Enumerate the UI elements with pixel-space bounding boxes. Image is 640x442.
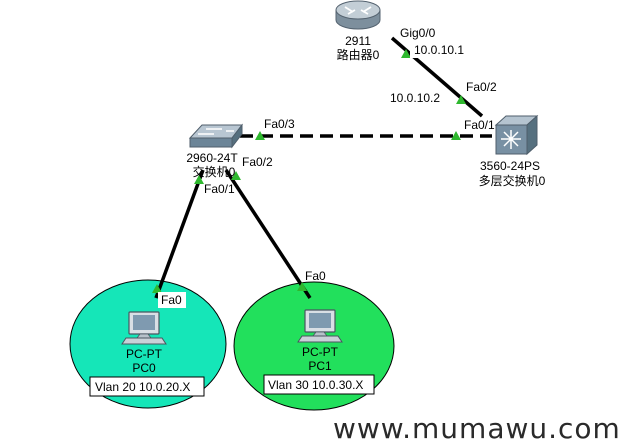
port-label-router-gig: Gig0/0 — [400, 26, 436, 40]
pc1-model: PC-PT — [302, 345, 339, 359]
vlan30-label-box — [263, 374, 375, 395]
port-label-pc0: Fa0 — [161, 293, 182, 307]
pc0-name: PC0 — [132, 361, 156, 375]
ip-label-router: 10.0.10.1 — [414, 43, 464, 57]
port-marker-pc0-fa0 — [152, 284, 162, 293]
multilayer-switch-icon[interactable] — [494, 114, 539, 156]
port-label-sw-fa02: Fa0/2 — [242, 155, 273, 169]
l3switch-name: 多层交换机0 — [479, 173, 546, 188]
port-marker-l3-fa01 — [451, 131, 461, 140]
pc0-icon[interactable] — [121, 311, 167, 345]
router-icon[interactable] — [335, 0, 381, 30]
link-l2switch-pc1[interactable] — [224, 169, 312, 299]
ip-label-router-box — [410, 42, 472, 58]
ip-label-l3-box — [386, 90, 448, 106]
port-marker-sw-fa03 — [255, 131, 265, 140]
port-marker-l3-fa02 — [456, 95, 466, 104]
port-marker-pc1-fa0 — [297, 282, 307, 291]
vlan30-label: Vlan 30 10.0.30.X — [268, 378, 363, 392]
l3switch-model: 3560-24PS — [480, 159, 540, 173]
port-label-sw-fa01: Fa0/1 — [204, 182, 235, 196]
pc1-name: PC1 — [308, 359, 332, 373]
port-label-l3-fa02: Fa0/2 — [466, 80, 497, 94]
pc1-icon[interactable] — [297, 309, 343, 343]
port-marker-sw-fa02 — [231, 171, 241, 180]
l2switch-model: 2960-24T — [186, 151, 238, 165]
vlan20-label: Vlan 20 10.0.20.X — [95, 380, 190, 394]
port-label-pc0-box — [158, 292, 186, 308]
router-name: 路由器0 — [337, 47, 380, 62]
router-model: 2911 — [345, 34, 371, 48]
port-marker-sw-fa01 — [194, 175, 204, 184]
port-label-sw-fa03: Fa0/3 — [264, 117, 295, 131]
switch-icon[interactable] — [188, 123, 244, 149]
link-l2switch-pc0[interactable] — [154, 169, 205, 299]
watermark: www.mumawu.com — [333, 412, 621, 442]
l2switch-name: 交换机0 — [193, 164, 236, 179]
port-label-l3-fa01: Fa0/1 — [464, 118, 495, 132]
pc0-model: PC-PT — [126, 347, 163, 361]
vlan20-label-box — [89, 376, 205, 397]
port-label-pc1: Fa0 — [305, 269, 326, 283]
port-marker-router-gig — [401, 49, 411, 58]
ip-label-l3: 10.0.10.2 — [390, 91, 440, 105]
